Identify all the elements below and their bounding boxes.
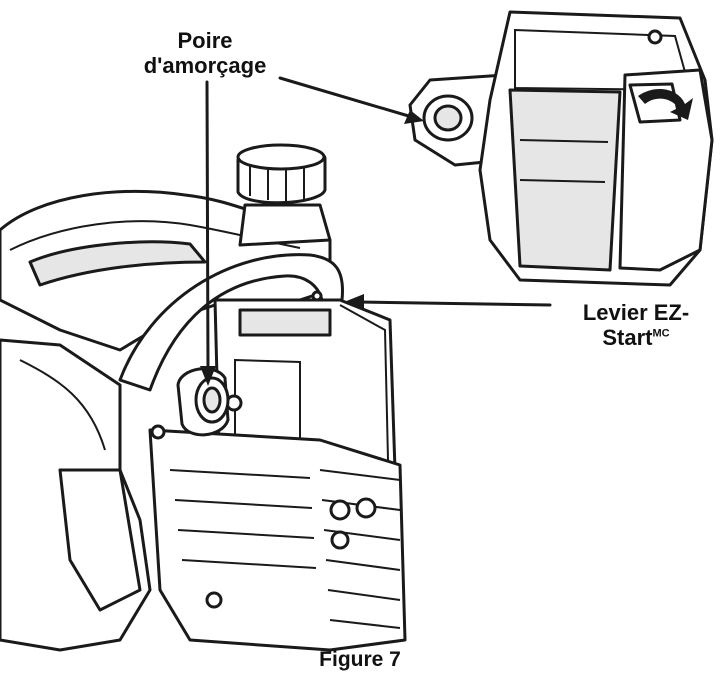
inset-primer-center [433, 104, 463, 132]
fin-hole-3 [330, 530, 350, 550]
figure-caption: Figure 7 [319, 648, 401, 671]
leader-primer-engine [205, 80, 210, 374]
arrowhead-ez-start [344, 294, 364, 310]
engine-housing [0, 143, 407, 652]
ez-start-trademark: MC [652, 327, 670, 340]
grip-lower [58, 468, 142, 612]
primer-bulb-label-line2: d'amorçage [143, 53, 267, 79]
side-fins [169, 469, 317, 569]
ez-start-label: Levier EZ- StartMC [556, 300, 716, 351]
lever-pivot [311, 290, 323, 302]
fin-hole-2 [355, 497, 377, 519]
curved-arrow-icon [638, 89, 693, 120]
leader-ez-start [356, 300, 552, 307]
inset-detail [408, 10, 714, 287]
bolt-side [150, 424, 166, 440]
leader-primer-inset [278, 76, 414, 119]
primer-bulb-label-line1: Poire [177, 28, 233, 53]
inset-front-panel [508, 88, 622, 272]
inset-screw [647, 29, 663, 45]
primer-bulb-label: Poire d'amorçage [125, 28, 285, 79]
frame-contour [19, 359, 106, 451]
cylinder-shroud [148, 428, 407, 652]
ez-start-word: Start [602, 325, 653, 351]
fin-hole-1 [329, 499, 351, 521]
callouts [200, 76, 552, 386]
ez-start-label-line2: StartMC [556, 325, 716, 350]
arrowhead-primer-inset [404, 110, 424, 124]
ez-start-lever [238, 308, 332, 337]
shell-recess [28, 240, 207, 287]
arrowhead-primer-engine [200, 366, 216, 386]
ez-start-label-line1: Levier EZ- [582, 300, 690, 325]
bolt-lower [205, 591, 223, 609]
filter-edge [339, 304, 389, 461]
fuel-neck [238, 203, 332, 247]
primer-bulb-center [202, 386, 222, 414]
fuel-cap-top [236, 143, 326, 171]
inset-panel-lines [519, 139, 609, 183]
fuel-cap-ridges [249, 155, 305, 202]
